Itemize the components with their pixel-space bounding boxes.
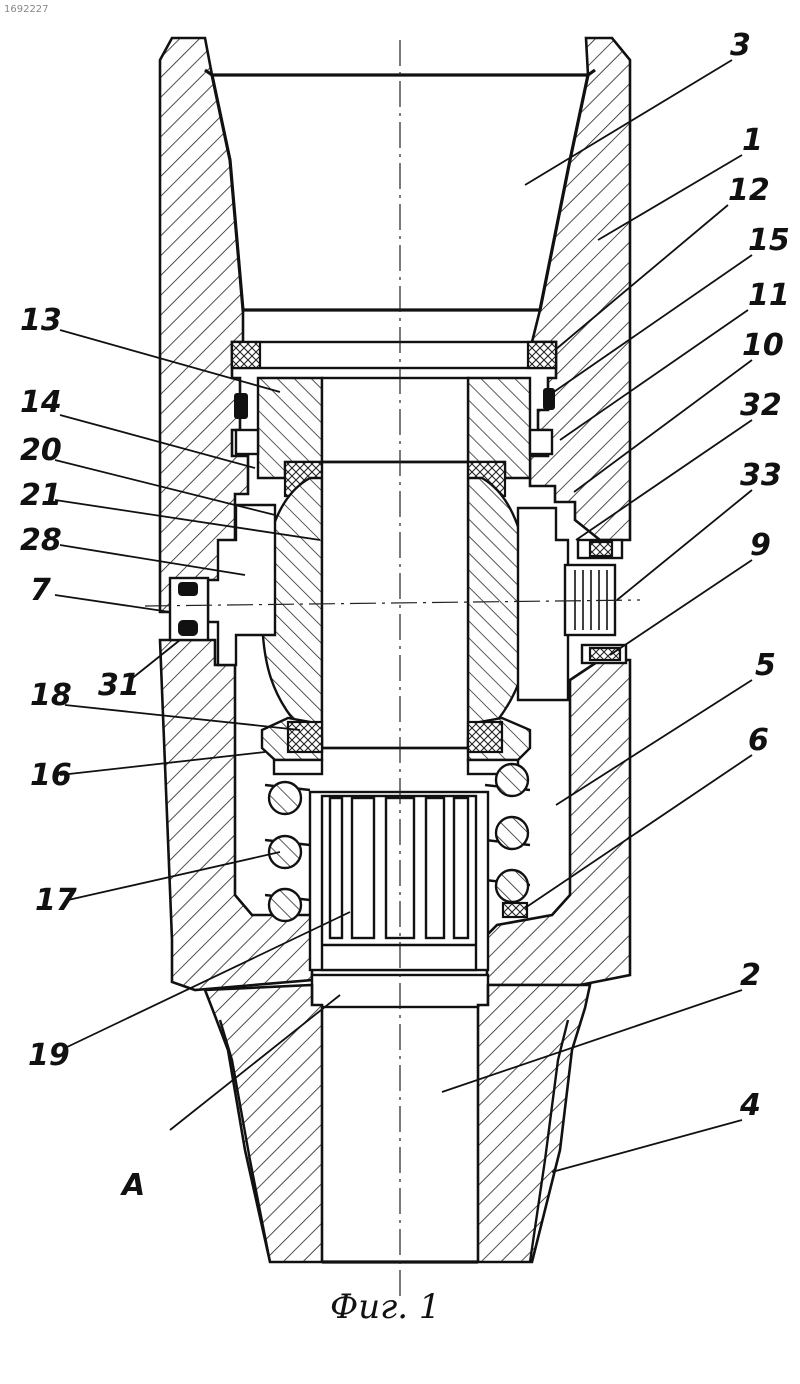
pin-11 bbox=[530, 430, 552, 454]
label-12: 12 bbox=[728, 173, 770, 208]
label-10: 10 bbox=[742, 328, 784, 363]
label-31: 31 bbox=[98, 668, 140, 703]
gasket-18 bbox=[288, 722, 322, 752]
seal-13 bbox=[234, 393, 248, 419]
label-15: 15 bbox=[748, 223, 790, 258]
pin-14 bbox=[236, 430, 258, 454]
label-32: 32 bbox=[740, 388, 782, 423]
label-33: 33 bbox=[740, 458, 782, 493]
slotted-cage-19 bbox=[310, 792, 488, 970]
label-13: 13 bbox=[20, 303, 62, 338]
label-7: 7 bbox=[30, 573, 51, 608]
label-11: 11 bbox=[748, 278, 790, 313]
plug-7 bbox=[170, 578, 208, 640]
label-5: 5 bbox=[755, 648, 776, 683]
washer-6 bbox=[503, 903, 527, 917]
label-20: 20 bbox=[20, 433, 62, 468]
label-21: 21 bbox=[20, 478, 62, 513]
label-9: 9 bbox=[750, 528, 771, 563]
label-3: 3 bbox=[730, 28, 751, 63]
rack-33 bbox=[565, 540, 626, 663]
label-A: A bbox=[120, 1168, 145, 1203]
label-17: 17 bbox=[35, 883, 77, 918]
ball-valve-21 bbox=[262, 462, 530, 748]
label-6: 6 bbox=[748, 723, 769, 758]
ring-12 bbox=[232, 342, 556, 368]
label-19: 19 bbox=[28, 1038, 70, 1073]
lower-sub-2 bbox=[205, 975, 590, 1262]
label-1: 1 bbox=[742, 123, 763, 158]
figure-caption: Фиг. 1 bbox=[330, 1287, 441, 1327]
label-28: 28 bbox=[20, 523, 62, 558]
label-16: 16 bbox=[30, 758, 72, 793]
label-4: 4 bbox=[739, 1088, 761, 1123]
label-18: 18 bbox=[30, 678, 72, 713]
label-2: 2 bbox=[740, 958, 761, 993]
document-number: 1692227 bbox=[4, 4, 49, 15]
label-14: 14 bbox=[20, 385, 62, 420]
stem-32 bbox=[518, 508, 568, 700]
